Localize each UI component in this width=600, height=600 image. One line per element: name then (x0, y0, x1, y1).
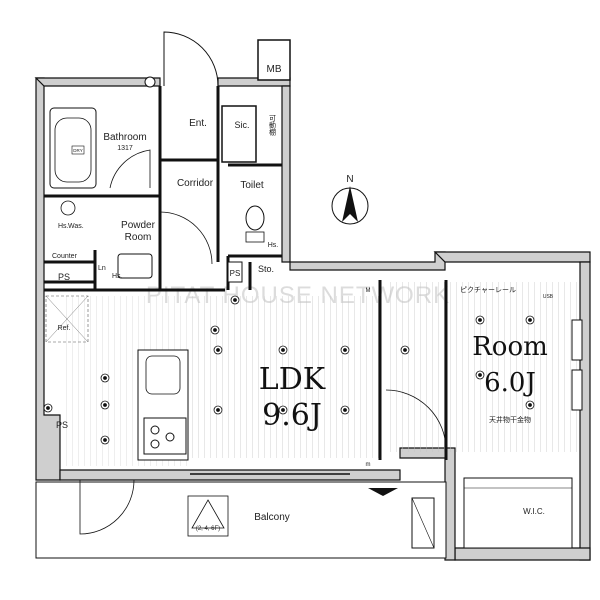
ceiling-hardware-label: 天井物干金物 (489, 415, 531, 424)
washer-icon (60, 200, 76, 216)
wic-area (463, 477, 573, 549)
movable-shelf-label: 可動棚 (269, 115, 277, 137)
corridor-label: Corridor (177, 178, 214, 189)
ldk-label: LDK (259, 362, 326, 397)
fridge-space (45, 295, 89, 343)
evacuation-hatch (187, 495, 229, 537)
room-label: Room (472, 332, 548, 362)
room-window (571, 319, 583, 411)
balcony-label: Balcony (254, 512, 290, 523)
was-label: Was. (68, 223, 84, 230)
room-size: 6.0J (484, 368, 536, 398)
svg-text:N: N (346, 174, 353, 185)
m-marker: M (366, 288, 371, 294)
kitchen-sink (145, 355, 181, 395)
balcony-area (35, 481, 447, 559)
bathroom-label: Bathroom (103, 132, 146, 143)
room-door[interactable] (385, 389, 447, 451)
bathroom-size: 1317 (117, 145, 133, 152)
interphone-icon (144, 76, 156, 88)
picture-rail-label: ピクチャーレール (460, 286, 516, 294)
north-arrow-icon: N (331, 174, 369, 225)
sic-label: Sic. (234, 120, 249, 130)
mb-label: MB (267, 64, 282, 75)
ln-label: Ln (98, 265, 106, 272)
mb-box (257, 39, 291, 81)
corridor-door[interactable] (159, 211, 213, 265)
hs-toilet-label: Hs. (268, 242, 279, 249)
bathroom-door[interactable] (109, 149, 151, 189)
powder-room-label: Powder (121, 220, 156, 231)
ldk-size: 9.6J (262, 398, 322, 433)
hs-label-2: Hs. (58, 223, 69, 230)
room-floor (386, 282, 578, 452)
ldk-floor (190, 296, 380, 458)
counter-label: Counter (52, 253, 78, 260)
hs-label-3: Hs. (112, 273, 123, 280)
toilet-label: Toilet (240, 180, 264, 191)
toilet-icon (245, 205, 265, 231)
ps-label-1: PS (58, 272, 70, 282)
stove (143, 417, 187, 455)
ac-icon (368, 488, 398, 496)
ps-label-3: PS (56, 420, 68, 430)
balcony-door[interactable] (79, 479, 135, 535)
dry-label: DRY (73, 148, 82, 153)
balcony-note: (2, 4, 6F) (196, 526, 220, 532)
storage-label: Sto. (258, 264, 274, 274)
bathtub (49, 107, 97, 189)
entry-door[interactable] (163, 31, 219, 87)
m-marker-2: m (366, 462, 371, 468)
wic-label: W.I.C. (523, 507, 545, 516)
entrance-label: Ent. (189, 118, 207, 129)
powder-room-label-2: Room (125, 232, 152, 243)
shoe-closet (221, 105, 257, 163)
light-fixtures (43, 295, 535, 445)
ref-label: Ref. (58, 325, 71, 332)
ps-label-2: PS (230, 269, 241, 278)
usb-marker: USB (543, 294, 554, 300)
washbasin (117, 253, 153, 279)
